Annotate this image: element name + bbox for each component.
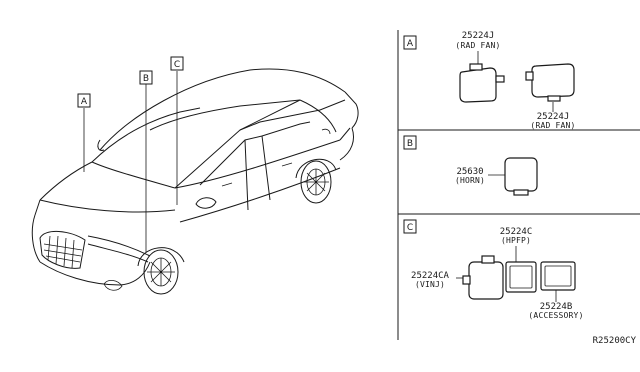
diagram-code: R25200CY [593, 336, 637, 346]
section-a-letter: A [407, 39, 414, 49]
section-c: C 25224C (HPFP) 25224CA (VINJ) 25224B (A… [403, 219, 583, 320]
callout-b: B [139, 70, 153, 85]
part-code-vinj: 25224CA [411, 271, 450, 281]
callout-a-label: A [81, 97, 88, 107]
accessory-relay [540, 261, 576, 291]
section-c-letter: C [407, 223, 413, 233]
part-code-accessory: 25224B [540, 302, 573, 312]
part-desc-accessory: (ACCESSORY) [528, 311, 583, 320]
part-desc-horn: (HORN) [455, 176, 485, 185]
section-b-letter: B [407, 139, 413, 149]
part-code-horn: 25630 [456, 167, 483, 177]
part-code-rad-fan-1: 25224J [462, 31, 495, 41]
hpfp-relay [505, 261, 537, 293]
part-code-rad-fan-2: 25224J [537, 112, 570, 122]
part-code-hpfp: 25224C [500, 227, 533, 237]
callout-c-label: C [174, 60, 180, 70]
rad-fan-relay-left [459, 63, 505, 103]
part-desc-hpfp: (HPFP) [501, 236, 531, 245]
rad-fan-relay-right [525, 63, 575, 102]
callout-a: A [77, 93, 91, 108]
part-desc-rad-fan-1: (RAD FAN) [455, 41, 500, 50]
callout-b-label: B [143, 74, 149, 84]
part-desc-vinj: (VINJ) [415, 280, 445, 289]
callout-c: C [170, 56, 184, 71]
vinj-relay [462, 255, 504, 300]
horn-relay [504, 157, 538, 196]
callout-leaders [83, 71, 178, 252]
part-desc-rad-fan-2: (RAD FAN) [530, 121, 575, 130]
section-b: B 25630 (HORN) [403, 135, 538, 196]
car-illustration [31, 68, 359, 295]
section-a: A 25224J (RAD FAN) 25224J (RAD FAN) [403, 31, 575, 130]
